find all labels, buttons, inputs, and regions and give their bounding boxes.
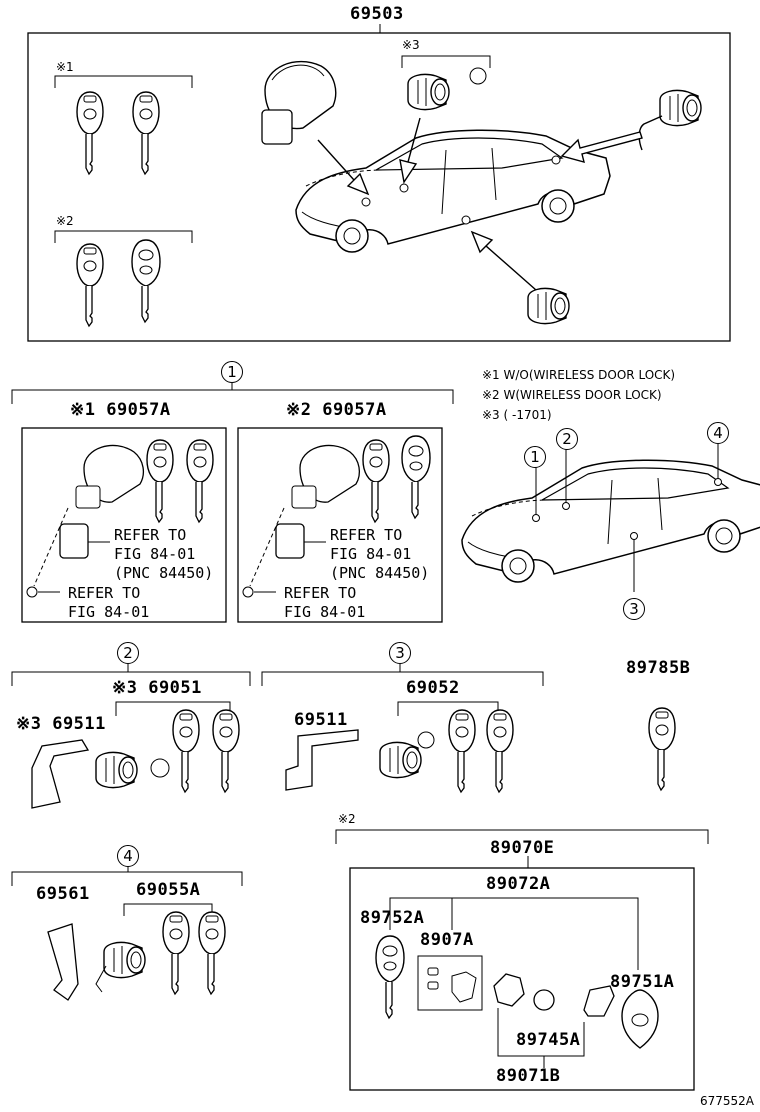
callout-4-car: 4 xyxy=(707,422,729,444)
refer-note-right-1: REFER TO FIG 84-01 (PNC 84450) xyxy=(330,526,430,582)
callout-2-group: 2 xyxy=(117,642,139,664)
part-89071b: 89071B xyxy=(496,1066,561,1086)
legend-line-2: ※2 W(WIRELESS DOOR LOCK) xyxy=(482,388,662,402)
callout-1-car: 1 xyxy=(524,446,546,468)
part-69055a: 69055A xyxy=(136,880,201,900)
refer-note-left-2: REFER TO FIG 84-01 xyxy=(68,584,150,621)
part-89751a: 89751A xyxy=(610,972,675,992)
part-89072a: 89072A xyxy=(486,874,551,894)
note-mark-1: ※1 xyxy=(56,60,74,74)
part-8907a: 8907A xyxy=(420,930,474,950)
part-69057a-left: ※1 69057A xyxy=(70,400,171,420)
note-mark-2: ※2 xyxy=(56,214,74,228)
note-mark-3: ※3 xyxy=(402,38,420,52)
part-69503: 69503 xyxy=(350,4,404,24)
part-69052: 69052 xyxy=(406,678,460,698)
legend-line-1: ※1 W/O(WIRELESS DOOR LOCK) xyxy=(482,368,676,382)
legend-line-3: ※3 ( -1701) xyxy=(482,408,552,422)
callout-4-group: 4 xyxy=(117,845,139,867)
refer-note-left-1: REFER TO FIG 84-01 (PNC 84450) xyxy=(114,526,214,582)
part-69511-g3: 69511 xyxy=(294,710,348,730)
part-69057a-right: ※2 69057A xyxy=(286,400,387,420)
part-89785b: 89785B xyxy=(626,658,691,678)
callout-2-car: 2 xyxy=(556,428,578,450)
callout-3-group: 3 xyxy=(389,642,411,664)
part-69511-g2: ※3 69511 xyxy=(16,714,106,734)
remote-note-mark: ※2 xyxy=(338,812,356,826)
callout-3-car: 3 xyxy=(623,598,645,620)
callout-1-group: 1 xyxy=(221,361,243,383)
drawing-code: 677552A xyxy=(699,1094,754,1108)
part-69561: 69561 xyxy=(36,884,90,904)
refer-note-right-2: REFER TO FIG 84-01 xyxy=(284,584,366,621)
part-69051: ※3 69051 xyxy=(112,678,202,698)
part-89070e: 89070E xyxy=(490,838,555,858)
part-89752a: 89752A xyxy=(360,908,425,928)
part-89745a: 89745A xyxy=(516,1030,581,1050)
